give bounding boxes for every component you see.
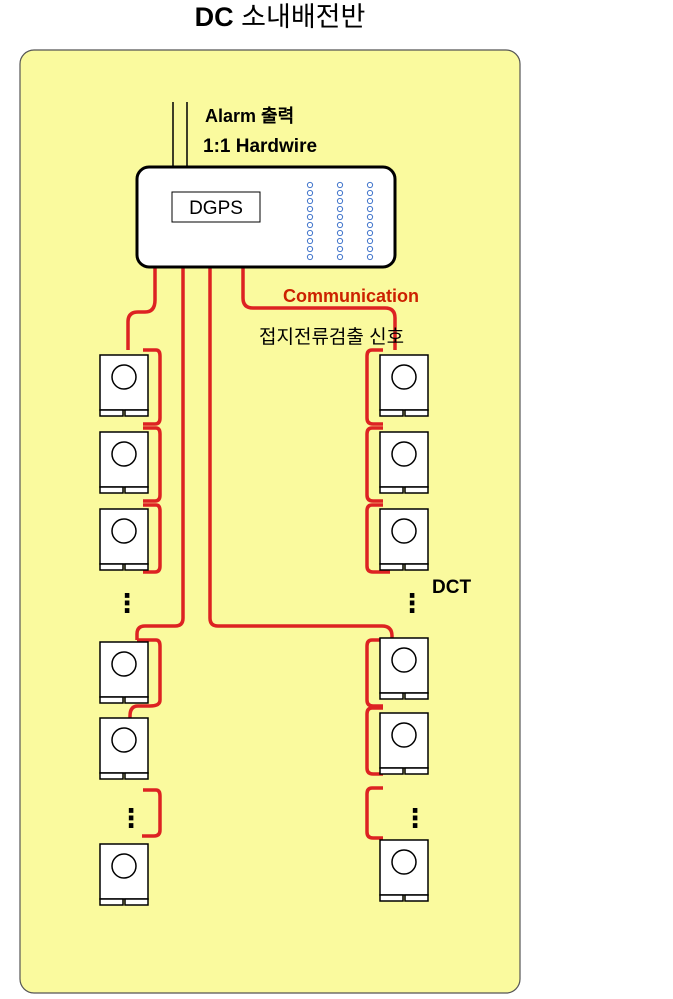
led-indicator-icon: [366, 205, 374, 213]
led-indicator-icon: [336, 221, 344, 229]
wire-r3: [365, 503, 390, 574]
led-indicator-icon: [366, 229, 374, 237]
title-rest: 소내배전반: [234, 2, 366, 32]
ellipsis-right-upper: ⋮: [399, 588, 425, 618]
led-indicator-icon: [306, 221, 314, 229]
led-indicator-icon: [336, 229, 344, 237]
wire-l4: [128, 638, 162, 720]
wire-right-lower: [208, 265, 394, 640]
current-transformer-icon: [379, 712, 429, 775]
led-indicator-icon: [336, 197, 344, 205]
led-indicator-icon: [306, 237, 314, 245]
led-indicator-icon: [336, 213, 344, 221]
dct-label: DCT: [432, 577, 471, 598]
led-indicator-icon: [336, 245, 344, 253]
led-indicator-icon: [366, 237, 374, 245]
wire-r1: [365, 348, 383, 426]
wire-r4: [365, 638, 392, 708]
led-indicator-icon: [366, 213, 374, 221]
sensor-units: [99, 354, 429, 906]
page-title: DC 소내배전반: [195, 2, 366, 32]
led-indicator-icon: [336, 189, 344, 197]
ellipsis-left-upper: ⋮: [114, 588, 140, 618]
title-bold: DC: [195, 2, 234, 32]
current-transformer-icon: [99, 508, 149, 571]
wire-r6: [365, 786, 383, 840]
led-indicator-icon: [366, 197, 374, 205]
current-transformer-icon: [379, 354, 429, 417]
led-indicator-icon: [306, 229, 314, 237]
current-transformer-icon: [379, 431, 429, 494]
wire-l3: [143, 503, 162, 574]
led-indicator-icon: [306, 253, 314, 261]
wire-left-lower: [135, 265, 185, 640]
current-transformer-icon: [99, 641, 149, 704]
led-indicator-icon: [366, 189, 374, 197]
wiring: [126, 265, 397, 840]
communication-label: Communication: [283, 286, 419, 306]
led-indicator-icon: [306, 189, 314, 197]
hardwire-label: 1:1 Hardwire: [203, 136, 317, 157]
led-indicator-icon: [306, 245, 314, 253]
current-transformer-icon: [379, 637, 429, 700]
led-indicator-icon: [336, 237, 344, 245]
current-transformer-icon: [99, 843, 149, 906]
led-indicator-icon: [366, 245, 374, 253]
wire-l2: [143, 426, 162, 503]
wire-l1: [143, 348, 162, 426]
led-indicator-icon: [306, 197, 314, 205]
detection-signal-label: 접지전류검출 신호: [259, 326, 404, 348]
wire-r5: [365, 706, 383, 776]
led-indicator-icon: [366, 181, 374, 189]
current-transformer-icon: [99, 431, 149, 494]
ellipsis-right-lower: ⋮: [402, 803, 428, 833]
led-indicator-icon: [366, 253, 374, 261]
current-transformer-icon: [99, 717, 149, 780]
led-indicator-icon: [336, 181, 344, 189]
dgps-label: DGPS: [189, 198, 243, 219]
led-indicator-icon: [306, 213, 314, 221]
dgps-label-box: [171, 191, 261, 223]
led-indicator-icon: [306, 181, 314, 189]
led-indicator-array: [306, 181, 374, 261]
wire-left-bus: [126, 265, 157, 350]
alarm-label: Alarm 출력: [205, 106, 294, 126]
led-indicator-icon: [306, 205, 314, 213]
wire-r2: [365, 426, 383, 503]
led-indicator-icon: [336, 253, 344, 261]
current-transformer-icon: [379, 508, 429, 571]
current-transformer-icon: [379, 839, 429, 902]
led-indicator-icon: [366, 221, 374, 229]
current-transformer-icon: [99, 354, 149, 417]
wire-l5: [142, 788, 162, 838]
led-indicator-icon: [336, 205, 344, 213]
wire-comm-bus: [241, 265, 397, 350]
ellipsis-left-lower: ⋮: [118, 803, 144, 833]
